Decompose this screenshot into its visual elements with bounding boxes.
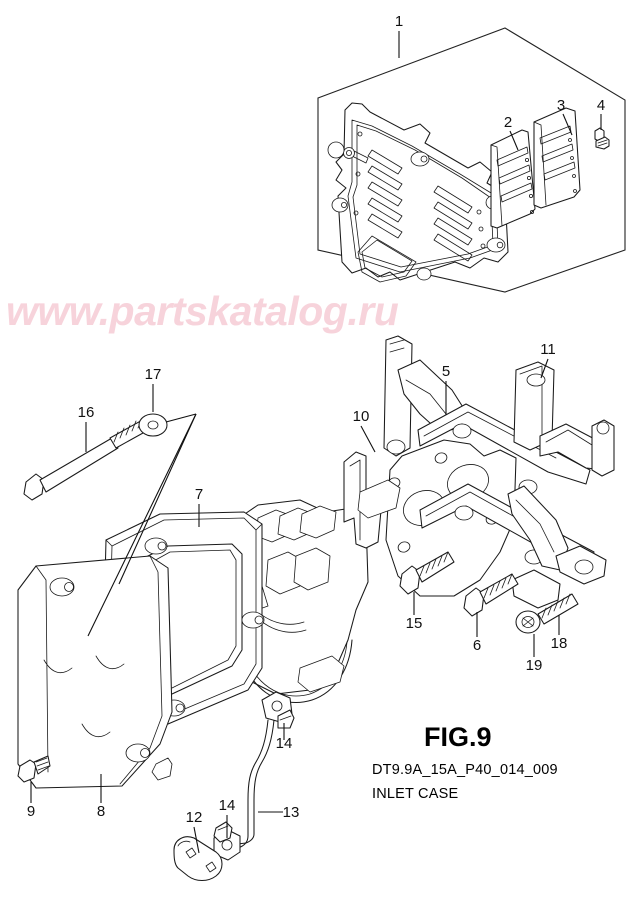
callout-label-inlet-case-gasket[interactable]: 10: [353, 408, 370, 425]
callout-leaders: [30, 31, 602, 854]
reed-valve-assembly-drawing: [327, 102, 509, 283]
leader-line-inlet-case-gasket: [360, 425, 376, 453]
figure-code: DT9.9A_15A_P40_014_009: [372, 762, 558, 778]
inlet-case-bolt-drawing: [463, 573, 519, 617]
silencer-cover-washer-drawing: [87, 413, 197, 637]
callout-label-fuel-hose[interactable]: 13: [283, 804, 300, 821]
reed-stopper-plate-drawing: [533, 107, 581, 209]
silencer-cover-screw-drawing: [17, 755, 51, 783]
callout-label-reed-valve-screw[interactable]: 4: [597, 97, 605, 114]
callout-label-hose-clamp-plate[interactable]: 12: [186, 809, 203, 826]
inlet-case-gasket-drawing: [343, 451, 401, 549]
callout-label-reed-valve-plate[interactable]: 2: [504, 114, 512, 131]
detail-box-reed-valve: [317, 27, 626, 293]
fuel-hose-drawing: [227, 719, 275, 851]
reed-valve-screw-drawing: [594, 127, 610, 150]
callout-label-inlet-case-bolt-short[interactable]: 15: [406, 615, 423, 632]
callout-label-bracket-washer[interactable]: 19: [526, 657, 543, 674]
callout-label-inlet-case[interactable]: 5: [442, 363, 450, 380]
inlet-case-drawing: [383, 335, 595, 597]
silencer-cover-drawing: [17, 555, 173, 789]
leader-line-hose-clamp-plate: [193, 826, 200, 854]
hose-clamp-plate-drawing: [173, 836, 223, 882]
leader-line-inlet-case-bracket: [540, 358, 549, 379]
callout-label-inlet-case-bracket[interactable]: 11: [540, 341, 556, 358]
callout-label-silencer-gasket[interactable]: 7: [195, 486, 203, 503]
callout-label-silencer-cover-bolt[interactable]: 16: [78, 404, 95, 421]
callout-label-bracket-bolt[interactable]: 18: [551, 635, 568, 652]
callout-label-silencer-cover-washer[interactable]: 17: [145, 366, 162, 383]
reed-valve-plate-drawing: [490, 129, 536, 229]
leader-line-reed-stopper-plate: [562, 113, 573, 136]
callout-label-reed-stopper-plate[interactable]: 3: [557, 97, 565, 114]
silencer-cover-bolt-drawing: [23, 417, 153, 501]
inlet-case-bolt-short-drawing: [399, 551, 455, 595]
callout-label-hose-clip-lower[interactable]: 14: [219, 797, 236, 814]
callout-label-inlet-case-bolt[interactable]: 6: [473, 637, 481, 654]
inlet-case-bracket-drawing: [511, 361, 615, 609]
callout-label-silencer-cover-screw[interactable]: 9: [27, 803, 35, 820]
bracket-bolt-drawing: [515, 593, 579, 634]
hose-clip-upper-drawing: [261, 691, 295, 729]
leader-line-reed-valve-plate: [509, 130, 519, 151]
figure-name: INLET CASE: [372, 786, 459, 802]
callout-label-reed-valve-assembly[interactable]: 1: [395, 13, 403, 30]
callout-label-silencer-cover[interactable]: 8: [97, 803, 105, 820]
callout-label-hose-clip-upper[interactable]: 14: [276, 735, 293, 752]
figure-number: FIG.9: [424, 722, 492, 752]
